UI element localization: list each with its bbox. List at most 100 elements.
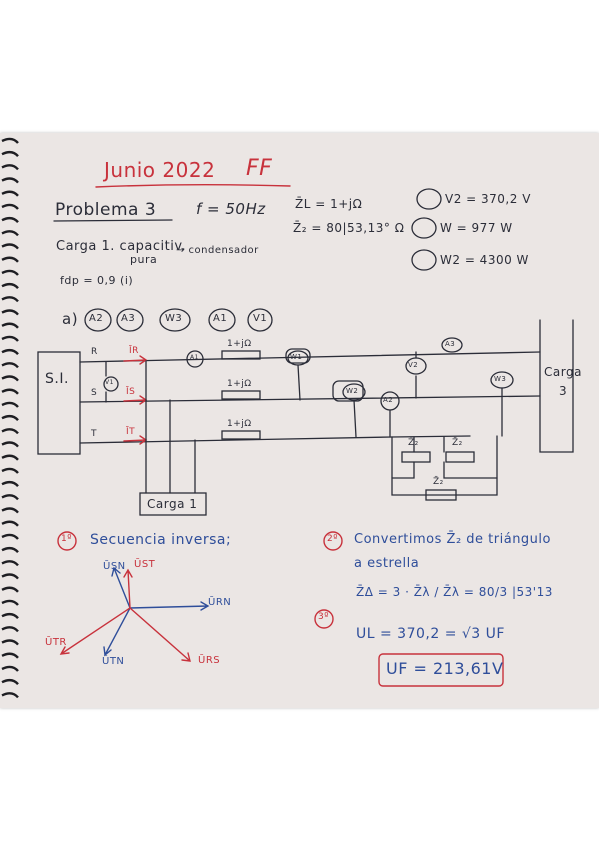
load1-pf: fdp = 0,9 (i): [60, 274, 134, 287]
spiral-ring: [1, 573, 19, 580]
spiral-ring: [1, 507, 19, 514]
reading-w: W = 977 W: [440, 221, 513, 235]
spiral-binding: [1, 137, 19, 699]
spiral-ring: [1, 164, 19, 171]
part-a-a3: A3: [121, 313, 136, 324]
frequency: f = 50Hz: [196, 200, 266, 218]
arrow-it: [123, 435, 148, 445]
phasor-urs: [129, 607, 191, 662]
impedance-t: [221, 430, 261, 440]
spiral-ring: [1, 256, 19, 263]
z2-box-1: [401, 451, 431, 463]
spiral-ring: [1, 480, 19, 488]
z2-value: Z̄L = 1+jΩ: [295, 197, 363, 211]
w-reading-meter: [411, 217, 437, 239]
load3-label-line2: 3: [559, 384, 568, 398]
spiral-ring: [1, 269, 19, 276]
load1-line2: pura: [130, 253, 158, 266]
impedance-r: [221, 350, 261, 360]
load1-note: → condensador: [176, 245, 259, 256]
step1-title: Secuencia inversa;: [90, 532, 232, 548]
spiral-ring: [1, 626, 19, 633]
spiral-ring: [1, 560, 19, 567]
part-a-meter-w3: [159, 308, 191, 332]
spiral-ring: [1, 639, 19, 646]
spiral-ring: [1, 467, 19, 474]
load3-box: [539, 319, 574, 453]
step3-number: 3º: [318, 612, 329, 622]
phase-line-s: [79, 395, 541, 403]
part-a-v1: V1: [253, 313, 268, 324]
spiral-ring: [1, 243, 19, 250]
spiral-ring: [1, 665, 19, 672]
a3-meter-label: A3: [445, 340, 456, 348]
part-a-meter-v1: [247, 308, 273, 332]
spiral-ring: [1, 150, 19, 158]
problem-label: Problema 3: [55, 200, 157, 220]
v2-reading-meter: [416, 188, 442, 210]
vector-usn: ŪSN: [103, 561, 126, 572]
v2-meter: [405, 357, 427, 375]
current-ir: ĪR: [129, 346, 139, 356]
step1-circle: [57, 531, 77, 551]
spiral-ring: [1, 441, 19, 448]
result-box: [378, 653, 504, 687]
part-a-w3: W3: [165, 313, 183, 324]
vector-utn: ŪTN: [102, 656, 125, 667]
spiral-ring: [1, 388, 19, 395]
z2-label-3: Z̄₂: [433, 477, 444, 487]
spiral-ring: [1, 296, 19, 303]
part-a-prefix: a): [62, 310, 79, 328]
v1-meter-label: V1: [105, 379, 114, 386]
delta-wire-1: [391, 436, 415, 479]
phase-s-label: S: [91, 388, 98, 398]
vector-urn: ŪRN: [208, 597, 232, 608]
step3-circle: [314, 609, 334, 629]
phase-t-label: T: [91, 429, 97, 439]
spiral-ring: [1, 414, 19, 422]
reading-v2: V2 = 370,2 V: [445, 192, 531, 206]
impedance-t-label: 1+jΩ: [227, 419, 252, 429]
v1-meter: [103, 376, 119, 392]
w3-meter-label: W3: [494, 375, 507, 383]
vector-urs: ŪRS: [198, 655, 221, 666]
z2-box-3: [425, 489, 457, 501]
step2-formula: Z̄Δ = 3 · Z̄λ / Z̄λ = 80/3 |53'13: [356, 585, 553, 599]
w2-voltage-lead: [353, 399, 357, 438]
arrow-ir: [123, 355, 148, 365]
spiral-ring: [1, 375, 19, 382]
notebook-page: [0, 133, 599, 708]
spiral-ring: [1, 454, 19, 461]
phasor-urn: [129, 601, 210, 611]
phasor-utn: [103, 607, 131, 657]
spiral-ring: [1, 494, 19, 501]
w2-reading-meter: [411, 249, 437, 271]
spiral-ring: [1, 586, 19, 593]
spiral-ring: [1, 533, 19, 540]
source-label: S.I.: [45, 371, 69, 387]
spiral-ring: [1, 282, 19, 290]
part-a-a2: A2: [89, 313, 104, 324]
phase-r-label: R: [91, 347, 98, 357]
spiral-ring: [1, 428, 19, 435]
zl-value: Z̄₂ = 80|53,13° Ω: [293, 221, 405, 235]
phase-line-t: [79, 436, 393, 444]
spiral-ring: [1, 401, 19, 408]
part-a-meter-a1: [208, 308, 236, 332]
load1-line1: Carga 1. capacitiv.: [56, 239, 187, 254]
impedance-s: [221, 390, 261, 400]
spiral-ring: [1, 335, 19, 342]
load1-box: [139, 492, 207, 516]
part-a-meter-a2: [84, 308, 112, 332]
spiral-ring: [1, 546, 19, 554]
step2-number: 2º: [327, 534, 338, 544]
spiral-ring: [1, 678, 19, 686]
step1-number: 1º: [61, 534, 72, 544]
source-box: [37, 351, 81, 455]
spiral-ring: [1, 520, 19, 527]
delta-wire-2: [443, 436, 498, 479]
a1-meter: [186, 350, 204, 368]
impedance-r-label: 1+jΩ: [227, 339, 252, 349]
phasor-usn: [111, 566, 131, 609]
